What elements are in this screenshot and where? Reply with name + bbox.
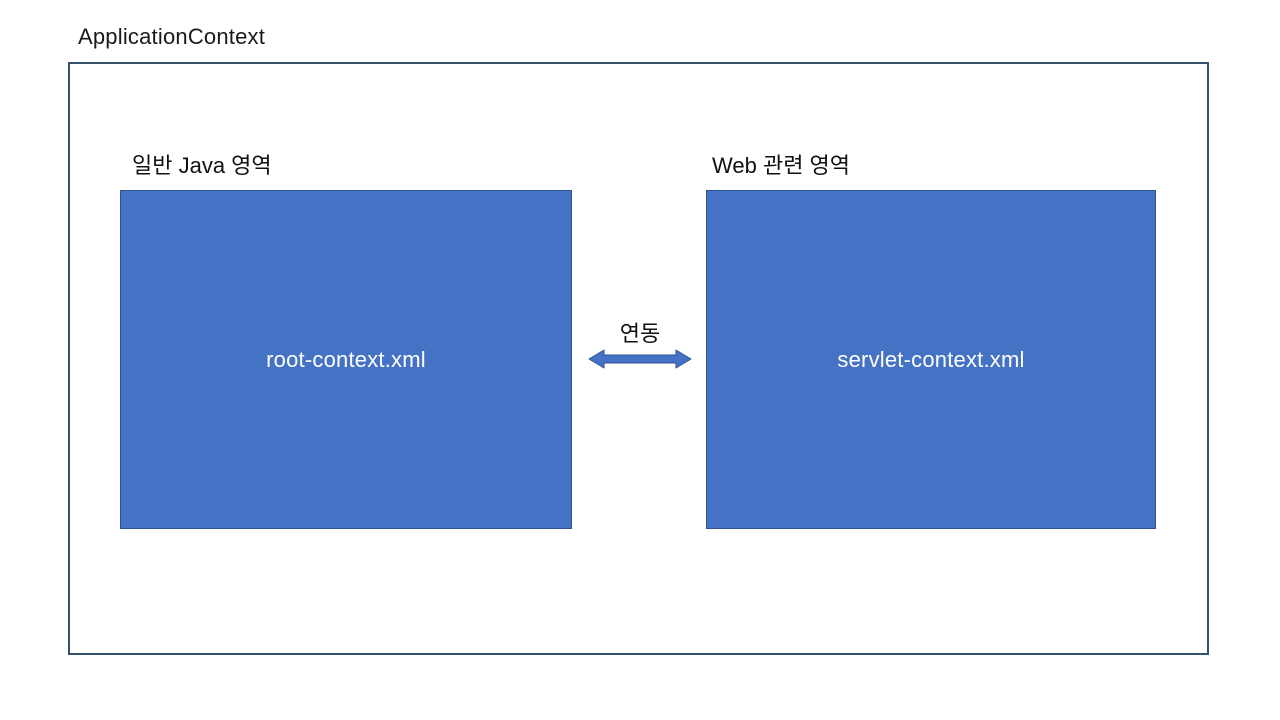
servlet-context-box-label: servlet-context.xml <box>837 346 1025 372</box>
root-context-box-label: root-context.xml <box>266 346 426 372</box>
double-arrow-icon <box>588 349 692 369</box>
servlet-context-box: servlet-context.xml <box>706 190 1156 529</box>
page-title: ApplicationContext <box>78 24 266 49</box>
left-region-label: 일반 Java 영역 <box>132 153 272 178</box>
root-context-box: root-context.xml <box>120 190 572 529</box>
connector-label: 연동 <box>619 321 661 346</box>
right-region-label: Web 관련 영역 <box>712 153 851 178</box>
